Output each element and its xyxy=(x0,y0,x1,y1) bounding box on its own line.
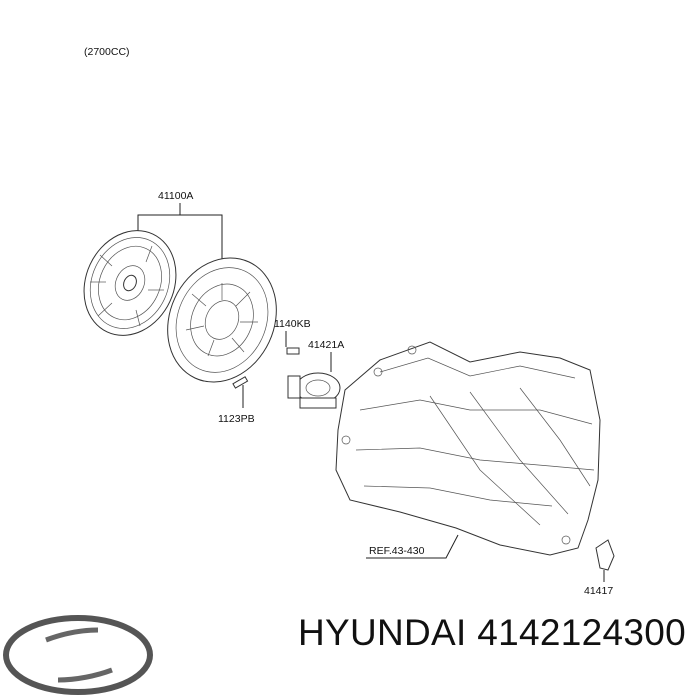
part-label-1140kb: 1140KB xyxy=(274,318,311,330)
bolt-icon xyxy=(286,347,300,355)
part-label-41421a: 41421A xyxy=(308,339,344,351)
plug-icon xyxy=(595,539,615,571)
part-label-41100a: 41100A xyxy=(158,190,193,202)
release-cylinder-icon xyxy=(287,372,341,409)
callout-1140kb: 1140KB xyxy=(274,318,311,355)
pressure-plate-icon xyxy=(167,257,277,383)
part-label-ref-43-430: REF.43-430 xyxy=(369,545,425,557)
callout-41417: 41417 xyxy=(584,539,615,597)
callout-1123pb: 1123PB xyxy=(218,376,255,425)
callout-41421a: 41421A xyxy=(287,339,344,409)
clutch-disc-icon xyxy=(83,230,177,336)
callout-ref-43-430: REF.43-430 xyxy=(366,534,459,559)
part-label-1123pb: 1123PB xyxy=(218,413,255,425)
brand-part-number: HYUNDAI 4142124300 xyxy=(298,612,686,653)
engine-size-label: (2700CC) xyxy=(84,46,130,58)
callout-41100a: 41100A xyxy=(137,190,223,268)
hyundai-logo-icon xyxy=(3,615,153,695)
transaxle-housing-icon xyxy=(335,341,601,556)
part-label-41417: 41417 xyxy=(584,585,613,597)
